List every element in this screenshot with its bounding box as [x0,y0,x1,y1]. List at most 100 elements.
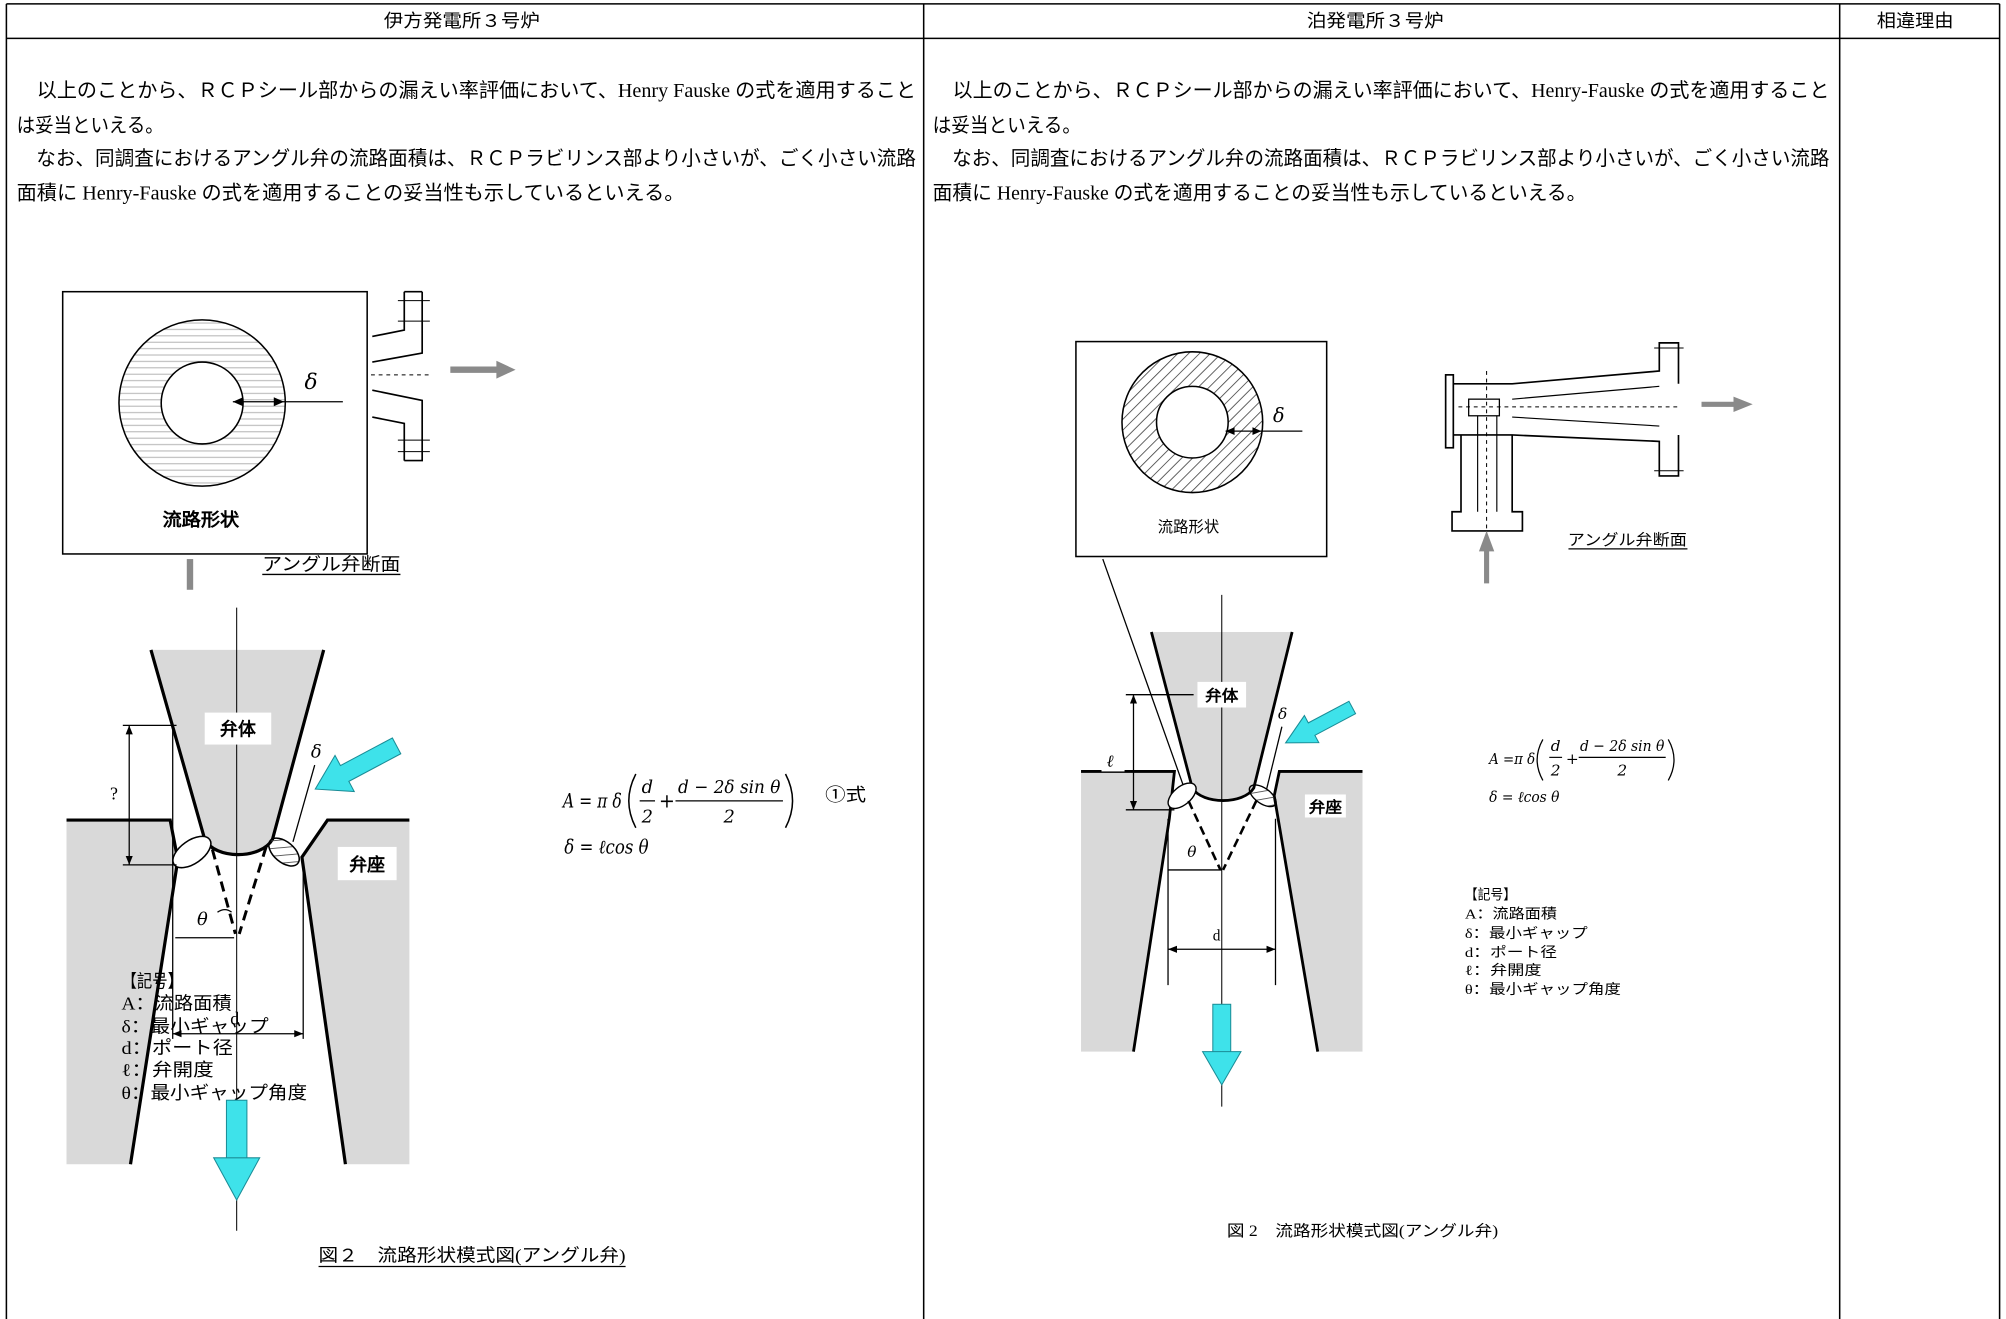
legend-item: ℓ：弁開度 [1465,963,1542,979]
main-flow-arrow [212,1099,261,1202]
lift-symbol: ℓ [1107,751,1114,770]
formula-gap-relation: δ = ℓcos θ [564,835,649,858]
formula-paren-close [784,773,794,829]
legend-item: δ：最小ギャップ [122,1016,269,1036]
valve-seat-left-fill [66,820,178,1165]
ikata-paragraph-line-3: なお、同調査におけるアングル弁の流路面積は、ＲＣＰラビリンス部より小さいが、ごく… [17,148,917,170]
valve-seat-right-fill [301,820,410,1165]
legend-item: θ：最小ギャップ角度 [1465,982,1621,998]
legend-item: d：ポート径 [122,1038,233,1058]
formula-gap-relation: δ = ℓcos θ [1489,788,1559,806]
cross-section-leader [1102,558,1186,790]
formula-plus: + [659,789,675,812]
angle-valve-section-title: アングル弁断面 [1568,531,1687,549]
header-difference-reason: 相違理由 [1877,11,1954,31]
legend-item: A：流路面積 [1465,907,1557,923]
angle-valve-sketch [1444,342,1684,535]
theta-arc [217,908,232,913]
valve-body-fill [150,649,324,855]
legend-title: 【記号】 [1465,886,1516,903]
min-gap-delta-symbol: δ [1278,705,1287,723]
tomari-paragraph-line-3: なお、同調査におけるアングル弁の流路面積は、ＲＣＰラビリンス部より小さいが、ごく… [933,148,1830,170]
legend-item: δ：最小ギャップ [1465,926,1588,942]
theta-symbol: θ [197,909,208,930]
gap-ellipse-right [268,837,300,867]
formula-frac1-numerator: d [1551,737,1561,755]
inflow-direction-arrow-head [1478,530,1495,552]
valve-body-label: 弁体 [1205,686,1239,705]
formula-plus: + [1566,750,1579,768]
valve-body-label: 弁体 [220,719,256,740]
legend-item: θ：最小ギャップ角度 [122,1083,308,1103]
legend-item: d：ポート径 [1465,945,1557,961]
tomari-valve-detail: θ ℓ d δ 弁体 弁座 [1081,594,1363,1107]
min-gap-delta-symbol: δ [311,741,322,762]
ikata-paragraph: 以上のことから、ＲＣＰシール部からの漏えい率評価において、Henry Fausk… [17,80,917,204]
formula-paren-close [1667,739,1675,781]
formula-tag: ①式 [825,785,866,805]
ikata-paragraph-line-1: 以上のことから、ＲＣＰシール部からの漏えい率評価において、Henry Fausk… [17,80,916,102]
header-tomari-unit3: 泊発電所３号炉 [1307,11,1444,31]
port-diameter-symbol: d [1213,927,1221,944]
comparison-table-grid [5,3,2001,1319]
formula-frac2-denominator: 2 [723,807,735,828]
inflow-direction-bar [186,559,194,590]
ikata-cross-section-panel: δ 流路形状 アングル弁断面 [61,290,516,590]
outflow-direction-arrow-head [1733,396,1753,412]
gap-arrowhead-left [232,397,244,407]
gap-angle-dashed-lines [210,846,268,935]
formula-frac2-denominator: 2 [1616,761,1627,779]
legend-title: 【記号】 [122,972,183,992]
ikata-paragraph-line-4: 面積に Henry-Fauske の式を適用することの妥当性も示しているといえる… [17,183,685,205]
gap-arrowhead-left [1225,427,1235,435]
tomari-cross-section-panel: δ 流路形状 アングル弁断面 [1075,340,1753,790]
header-ikata-unit3: 伊方発電所３号炉 [384,11,540,31]
legend-item: ℓ：弁開度 [122,1060,214,1080]
valve-seat-right-outline [300,818,410,1165]
gap-delta-symbol: δ [1273,404,1285,427]
valve-body-label-box [1197,681,1247,708]
valve-seat-left-outline [66,818,180,1165]
tomari-flow-area-formula: A =π δ d 2 + d − 2δ sin θ 2 δ = ℓcos θ [1487,737,1675,806]
angle-valve-section-title: アングル弁断面 [262,555,400,575]
gap-arrowhead-right [1252,427,1262,435]
formula-lhs: A =π δ [1487,750,1535,768]
tomari-paragraph-line-1: 以上のことから、ＲＣＰシール部からの漏えい率評価において、Henry-Fausk… [933,80,1830,102]
formula-frac1-denominator: 2 [641,807,653,828]
min-gap-leader [1265,726,1283,790]
angle-valve-sketch [371,290,430,462]
gap-arrowhead-right [273,397,285,407]
valve-body-label-box [204,712,272,745]
tomari-paragraph-line-4: 面積に Henry-Fauske の式を適用することの妥当性も示しているといえる… [933,183,1587,205]
valve-seat-label-box [337,846,397,881]
gap-angle-dashed-lines [1187,800,1258,871]
formula-frac2-numerator: d − 2δ sin θ [678,777,781,798]
formula-paren-open [1536,739,1544,781]
tomari-paragraph-line-2: は妥当といえる。 [933,115,1081,137]
cross-section-title: 流路形状 [162,509,240,530]
formula-paren-open [628,773,637,829]
theta-symbol: θ [1187,843,1196,861]
port-diameter-symbol: d [230,1009,239,1029]
formula-frac1-denominator: 2 [1550,761,1561,779]
min-gap-leader [292,764,316,842]
formula-frac1-numerator: d [642,777,653,798]
lift-label-box [1101,750,1125,772]
valve-seat-label: 弁座 [1309,797,1342,816]
valve-seat-label: 弁座 [349,854,385,875]
cross-section-title: 流路形状 [1158,518,1219,536]
gap-delta-symbol: δ [304,370,317,395]
valve-seat-left-fill [1081,771,1175,1052]
tomari-figure-caption: 図 2 流路形状模式図(アングル弁) [1227,1222,1498,1240]
tomari-paragraph: 以上のことから、ＲＣＰシール部からの漏えい率評価において、Henry-Fausk… [933,80,1830,204]
symbol-legend: 【記号】 A：流路面積 δ：最小ギャップ d：ポート径 ℓ：弁開度 θ：最小ギャ… [122,972,308,1103]
ikata-figure-caption: 図２ 流路形状模式図(アングル弁) [319,1245,626,1266]
leak-flow-arrow [1284,700,1357,744]
lift-symbol: ? [110,784,118,804]
valve-seat-right-outline [1272,770,1363,1052]
valve-seat-right-fill [1274,771,1363,1052]
legend-item: A：流路面積 [122,993,232,1013]
ikata-valve-detail: θ ? d δ 弁体 弁座 【記号】 A：流路面積 δ：最小ギャップ d：ポート… [66,607,410,1231]
valve-seat-label-box [1304,794,1346,818]
